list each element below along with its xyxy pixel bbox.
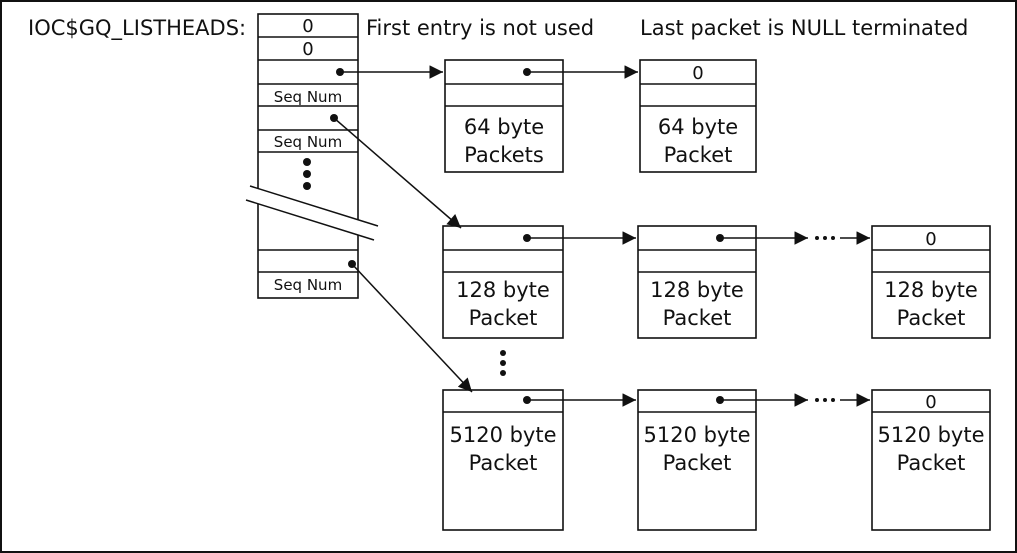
packet-size-label: 5120 byte: [877, 423, 984, 447]
packet-size-label: 128 byte: [456, 278, 550, 302]
break-mark: [245, 185, 379, 241]
null-terminator: 0: [925, 392, 936, 413]
packet-kind-label: Packet: [469, 306, 538, 330]
row-ellipsis: [500, 350, 506, 376]
first-entry-note: First entry is not used: [366, 16, 594, 40]
packet-128-first: 128 byte Packet: [442, 225, 564, 339]
packet-size-label: 128 byte: [650, 278, 744, 302]
listhead-second-null-entry: 0: [302, 39, 313, 60]
listhead-null-entry: 0: [302, 16, 313, 37]
packet-size-label: 5120 byte: [449, 423, 556, 447]
packet-kind-label: Packet: [897, 306, 966, 330]
packet-5120-last: 0 5120 byte Packet: [871, 389, 991, 531]
packet-size-label: 64 byte: [464, 115, 544, 139]
packet-5120-second: 5120 byte Packet: [637, 389, 757, 531]
listheads-label: IOC$GQ_LISTHEADS:: [28, 16, 246, 41]
packet-size-label: 5120 byte: [643, 423, 750, 447]
packet-kind-label: Packet: [663, 306, 732, 330]
packet-64-last: 0 64 byte Packet: [639, 59, 757, 173]
packet-5120-first: 5120 byte Packet: [442, 389, 564, 531]
seq-num-label: Seq Num: [274, 276, 342, 294]
last-packet-note: Last packet is NULL terminated: [640, 16, 968, 40]
packet-kind-label: Packet: [663, 451, 732, 475]
packet-64-first: 64 byte Packets: [444, 59, 564, 173]
seq-num-label: Seq Num: [274, 133, 342, 151]
packet-128-last: 0 128 byte Packet: [871, 225, 991, 339]
packet-size-label: 64 byte: [658, 115, 738, 139]
packet-kind-label: Packets: [464, 143, 544, 167]
packet-kind-label: Packet: [664, 143, 733, 167]
packet-size-label: 128 byte: [884, 278, 978, 302]
pointer-links: [330, 65, 870, 407]
packet-kind-label: Packet: [469, 451, 538, 475]
null-terminator: 0: [925, 229, 936, 250]
packet-128-second: 128 byte Packet: [637, 225, 757, 339]
listhead-table: 0 0 Seq Num Seq Num Seq Num: [257, 13, 359, 299]
seq-num-label: Seq Num: [274, 88, 342, 106]
null-terminator: 0: [692, 63, 703, 84]
packet-kind-label: Packet: [897, 451, 966, 475]
